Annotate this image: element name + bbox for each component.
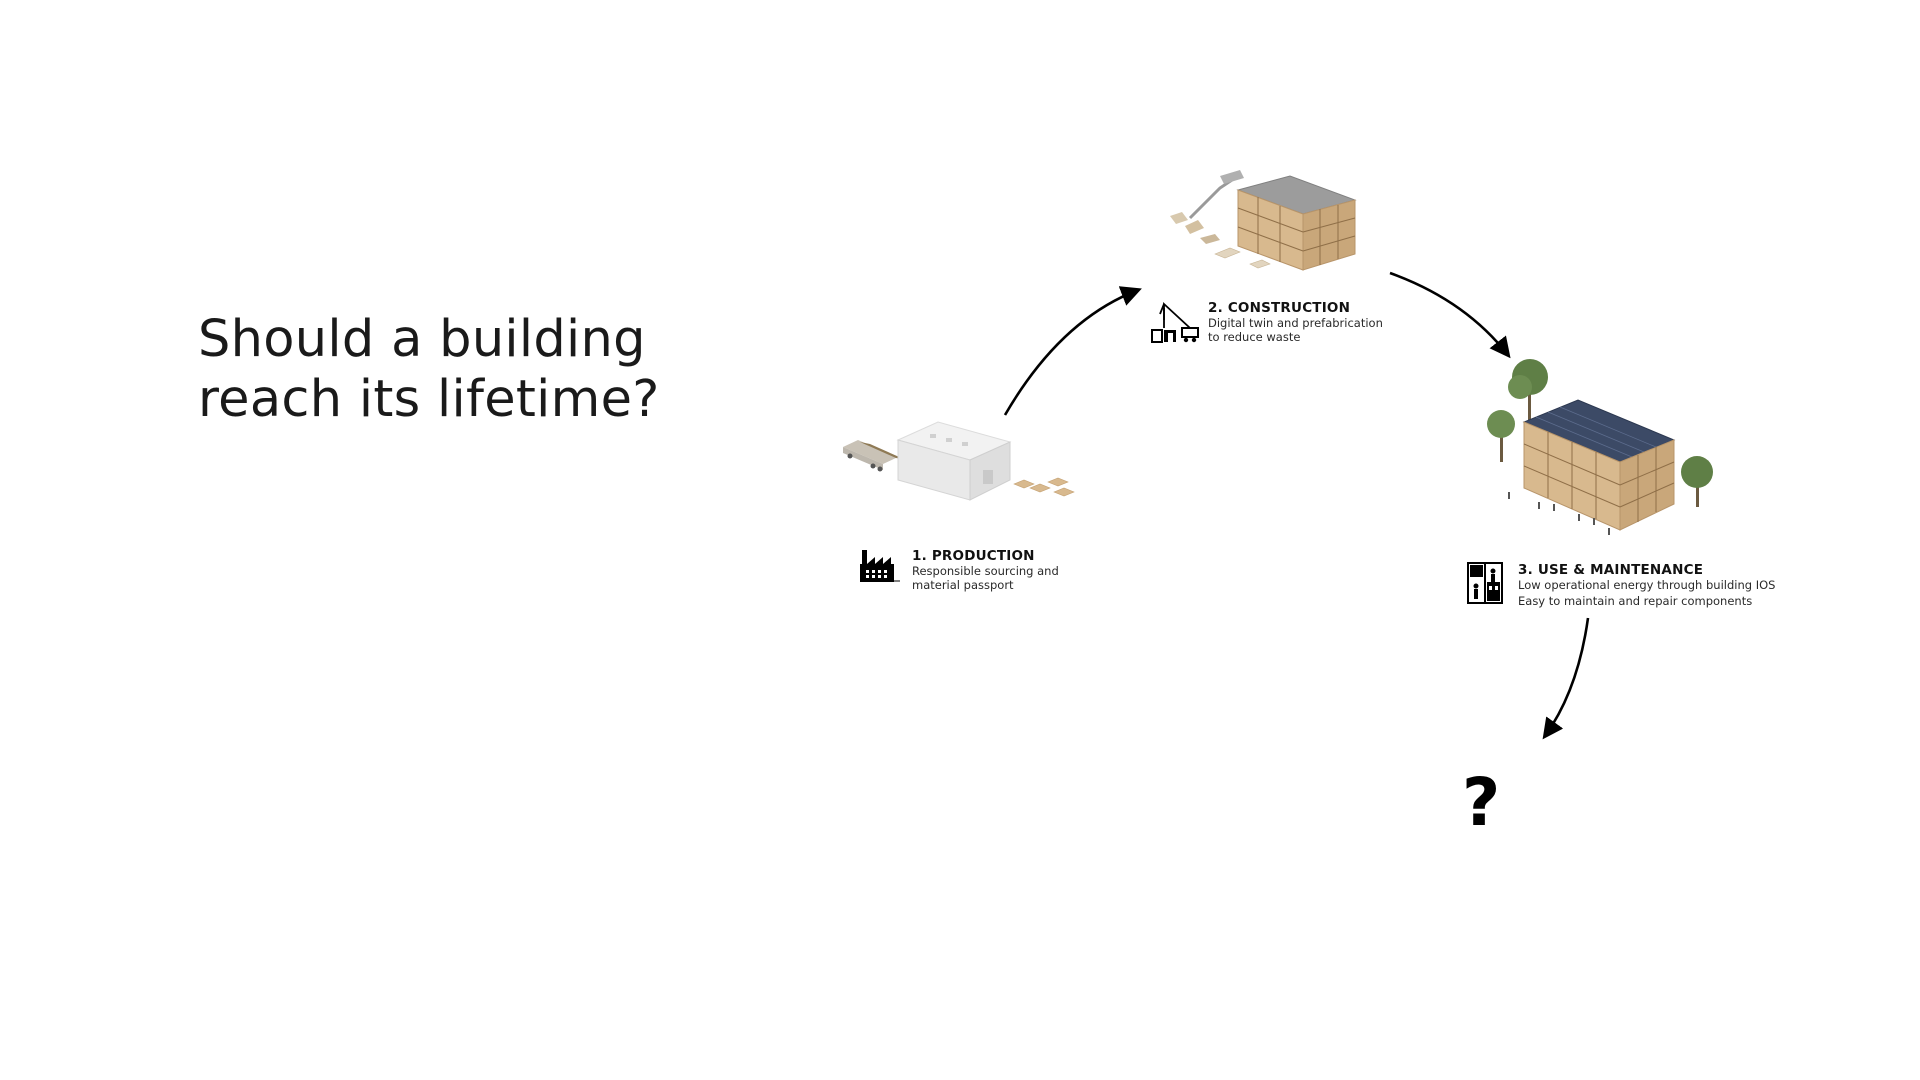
- factory-icon: [860, 550, 900, 582]
- stage-construction-title: 2. CONSTRUCTION: [1208, 300, 1351, 316]
- crane-arm-shape: [1188, 176, 1236, 220]
- stage-construction: 2. CONSTRUCTION Digital twin and prefabr…: [1208, 300, 1383, 344]
- headline-line-1: Should a building: [198, 310, 646, 369]
- stage-construction-desc-2: to reduce waste: [1208, 330, 1301, 344]
- arrow-use-to-end: [1542, 617, 1590, 740]
- stage-production: 1. PRODUCTION Responsible sourcing and m…: [912, 548, 1059, 592]
- arrow-construction-to-use: [1389, 271, 1511, 359]
- timber-stacks-shape: [1013, 477, 1075, 497]
- stage-use-maintenance: 3. USE & MAINTENANCE Low operational ene…: [1518, 562, 1775, 608]
- headline: Should a building reach its lifetime?: [198, 310, 660, 430]
- production-illustration: [843, 421, 1075, 501]
- use-maintenance-illustration: [1487, 359, 1713, 535]
- stage-production-title: 1. PRODUCTION: [912, 548, 1035, 564]
- truck-shape: [843, 440, 906, 472]
- stage-production-desc-2: material passport: [912, 578, 1014, 592]
- building-frame-shape: [1236, 175, 1357, 271]
- construction-illustration: [1170, 170, 1357, 271]
- stage-construction-desc-1: Digital twin and prefabrication: [1208, 316, 1383, 330]
- factory-building-shape: [896, 421, 1012, 501]
- people-shapes: [1508, 492, 1610, 535]
- stage-use-maintenance-desc-2: Easy to maintain and repair components: [1518, 594, 1753, 608]
- building-use-icon: [1467, 562, 1503, 604]
- stage-use-maintenance-desc-1: Low operational energy through building …: [1518, 578, 1776, 592]
- crane-icon: [1151, 301, 1199, 343]
- arrow-production-to-construction: [1003, 286, 1142, 416]
- stage-production-desc-1: Responsible sourcing and: [912, 564, 1059, 578]
- end-question-mark: ?: [1462, 764, 1501, 841]
- stage-use-maintenance-title: 3. USE & MAINTENANCE: [1518, 562, 1704, 578]
- tree-shapes: [1487, 359, 1713, 507]
- panels-on-ground-shape: [1214, 247, 1271, 269]
- headline-line-2: reach its lifetime?: [198, 370, 660, 429]
- timber-building-shape: [1522, 399, 1676, 531]
